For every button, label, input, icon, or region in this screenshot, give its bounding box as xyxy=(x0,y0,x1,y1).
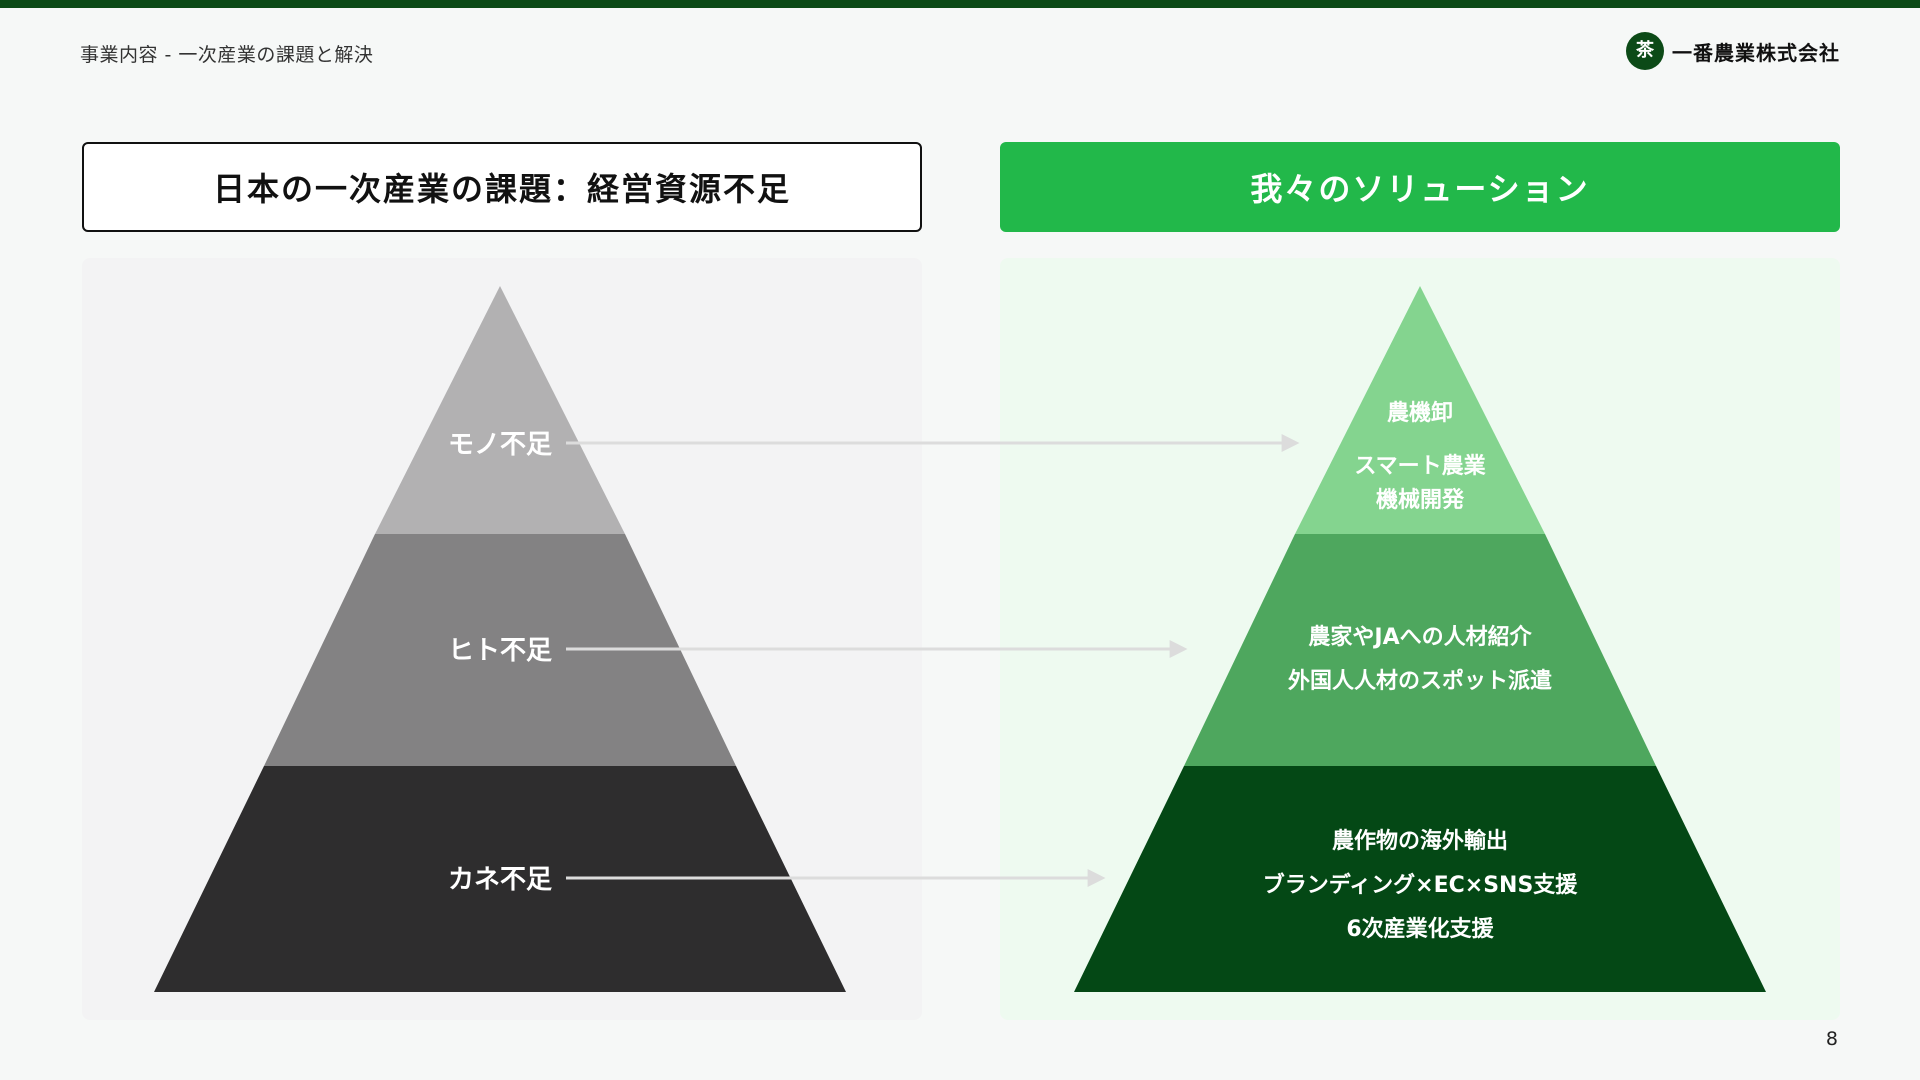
right-tier-top-line-3: 機械開発 xyxy=(1376,488,1465,513)
tea-leaf-icon: 茶 xyxy=(1626,32,1664,70)
pyramid-left-tier-top xyxy=(375,286,625,534)
left-tier-label-mono: モノ不足 xyxy=(448,430,552,460)
pyramid-left-tier-bottom xyxy=(154,766,846,992)
solution-title-box: 我々のソリューション xyxy=(1000,142,1840,232)
left-tier-label-kane: カネ不足 xyxy=(448,865,552,895)
issues-title-box: 日本の一次産業の課題：経営資源不足 xyxy=(82,142,922,232)
right-tier-top-line-2: スマート農業 xyxy=(1354,454,1486,479)
top-accent-bar xyxy=(0,0,1920,8)
breadcrumb: 事業内容 - 一次産業の課題と解決 xyxy=(80,44,374,66)
company-logo: 茶 一番農業株式会社 xyxy=(1626,32,1840,70)
issues-title: 日本の一次産業の課題：経営資源不足 xyxy=(212,170,791,208)
right-tier-top-line-1: 農機卸 xyxy=(1387,400,1453,426)
solution-title: 我々のソリューション xyxy=(1250,170,1590,208)
company-name: 一番農業株式会社 xyxy=(1672,40,1840,65)
right-tier-middle-line-2: 外国人人材のスポット派遣 xyxy=(1288,668,1552,694)
logo-glyph: 茶 xyxy=(1636,40,1654,61)
pyramid-left-tier-middle xyxy=(264,534,736,766)
page-number: 8 xyxy=(1825,1028,1838,1050)
right-tier-bottom-line-3: 6次産業化支援 xyxy=(1346,916,1494,942)
pyramid-right-tier-bottom xyxy=(1074,766,1766,992)
right-tier-bottom-line-1: 農作物の海外輸出 xyxy=(1332,828,1508,854)
left-tier-label-hito: ヒト不足 xyxy=(448,636,552,666)
pyramid-right-tier-middle xyxy=(1184,534,1656,766)
pyramid-right-tier-top xyxy=(1295,286,1545,534)
right-tier-middle-line-1: 農家やJAへの人材紹介 xyxy=(1308,624,1532,650)
right-tier-bottom-line-2: ブランディング×EC×SNS支援 xyxy=(1263,872,1579,898)
